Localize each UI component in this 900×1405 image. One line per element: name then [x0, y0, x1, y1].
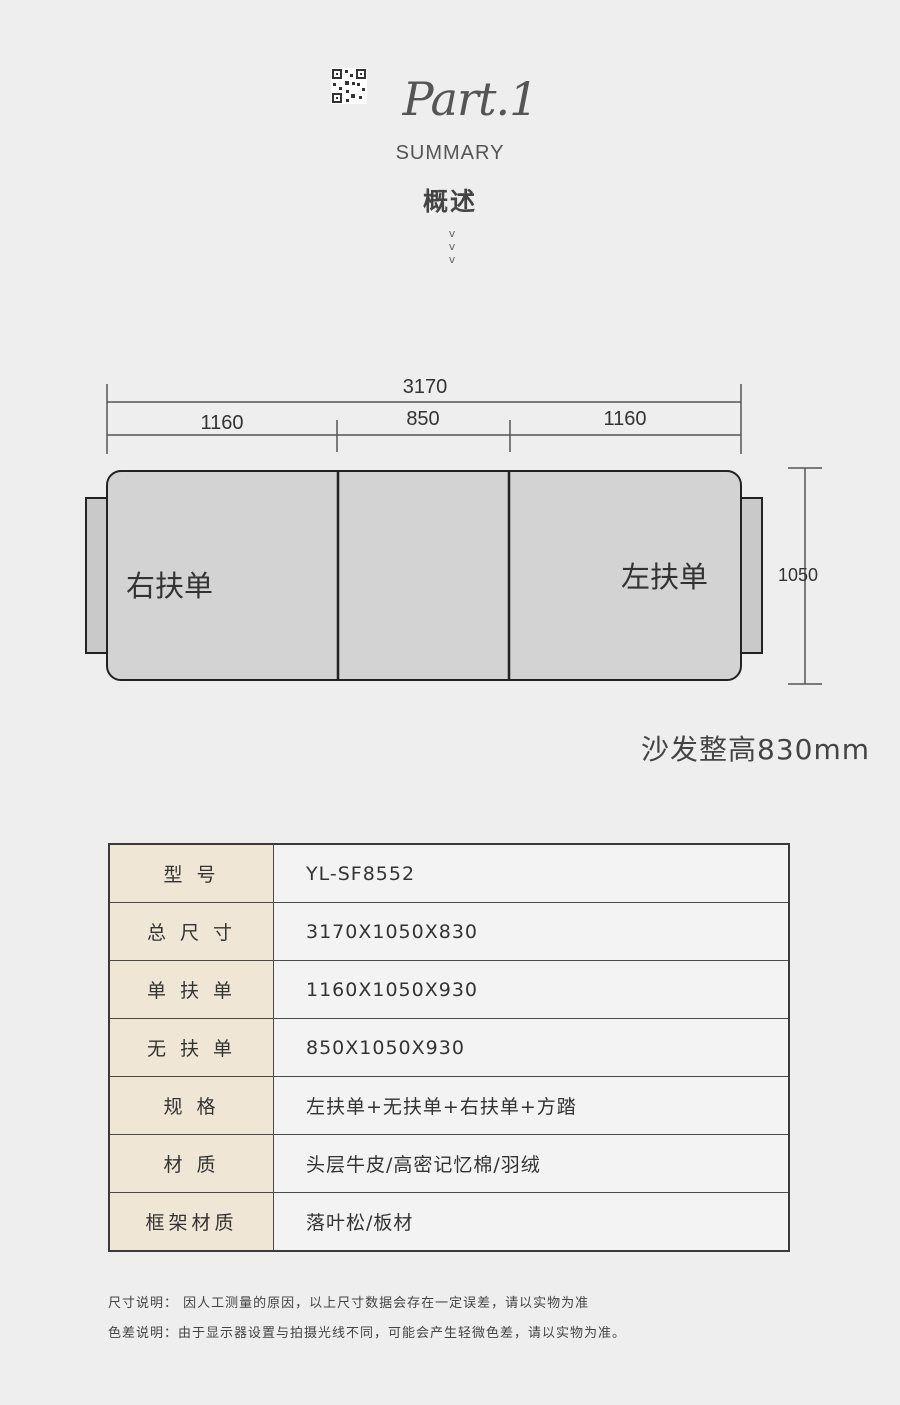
qr-code-icon — [331, 68, 367, 104]
spec-value: YL-SF8552 — [273, 843, 790, 903]
spec-value: 3170X1050X830 — [273, 902, 790, 961]
spec-value: 1160X1050X930 — [273, 960, 790, 1019]
color-disclaimer: 色差说明：由于显示器设置与拍摄光线不同，可能会产生轻微色差，请以实物为准。 — [108, 1326, 627, 1341]
part-title: Part.1 — [402, 72, 539, 126]
chevron-down-icon: v — [448, 240, 456, 253]
spec-value: 落叶松/板材 — [273, 1192, 790, 1252]
table-row: 框架材质 落叶松/板材 — [108, 1192, 790, 1252]
table-row: 总 尺 寸 3170X1050X830 — [108, 902, 790, 961]
depth-label: 1050 — [777, 565, 819, 585]
spec-key: 单 扶 单 — [108, 960, 274, 1019]
table-row: 材 质 头层牛皮/高密记忆棉/羽绒 — [108, 1134, 790, 1193]
total-width-label: 3170 — [402, 376, 448, 398]
sofa-dimension-diagram — [85, 384, 822, 685]
right-arm-unit-label: 右扶单 — [126, 569, 214, 603]
table-row: 无 扶 单 850X1050X930 — [108, 1018, 790, 1077]
chevron-down-icon: v — [448, 227, 456, 240]
sofa-body — [106, 470, 742, 681]
spec-key: 规 格 — [108, 1076, 274, 1135]
left-segment-label: 1160 — [200, 412, 244, 434]
table-row: 型 号 YL-SF8552 — [108, 843, 790, 903]
spec-value: 左扶单+无扶单+右扶单+方踏 — [273, 1076, 790, 1135]
spec-value: 头层牛皮/高密记忆棉/羽绒 — [273, 1134, 790, 1193]
overall-height-note: 沙发整高830mm — [641, 733, 870, 766]
summary-heading: SUMMARY — [395, 142, 505, 164]
spec-key: 材 质 — [108, 1134, 274, 1193]
size-disclaimer: 尺寸说明： 因人工测量的原因，以上尺寸数据会存在一定误差，请以实物为准 — [108, 1296, 590, 1311]
overview-heading: 概述 — [422, 187, 477, 216]
spec-key: 框架材质 — [108, 1192, 274, 1252]
middle-segment-label: 850 — [406, 408, 440, 430]
spec-key: 总 尺 寸 — [108, 902, 274, 961]
spec-value: 850X1050X930 — [273, 1018, 790, 1077]
spec-key: 无 扶 单 — [108, 1018, 274, 1077]
spec-table: 型 号 YL-SF8552 总 尺 寸 3170X1050X830 单 扶 单 … — [108, 843, 790, 1252]
right-segment-label: 1160 — [603, 408, 647, 430]
table-row: 规 格 左扶单+无扶单+右扶单+方踏 — [108, 1076, 790, 1135]
spec-key: 型 号 — [108, 843, 274, 903]
left-arm-unit-label: 左扶单 — [621, 560, 709, 594]
table-row: 单 扶 单 1160X1050X930 — [108, 960, 790, 1019]
chevron-down-icon: v — [448, 253, 456, 266]
